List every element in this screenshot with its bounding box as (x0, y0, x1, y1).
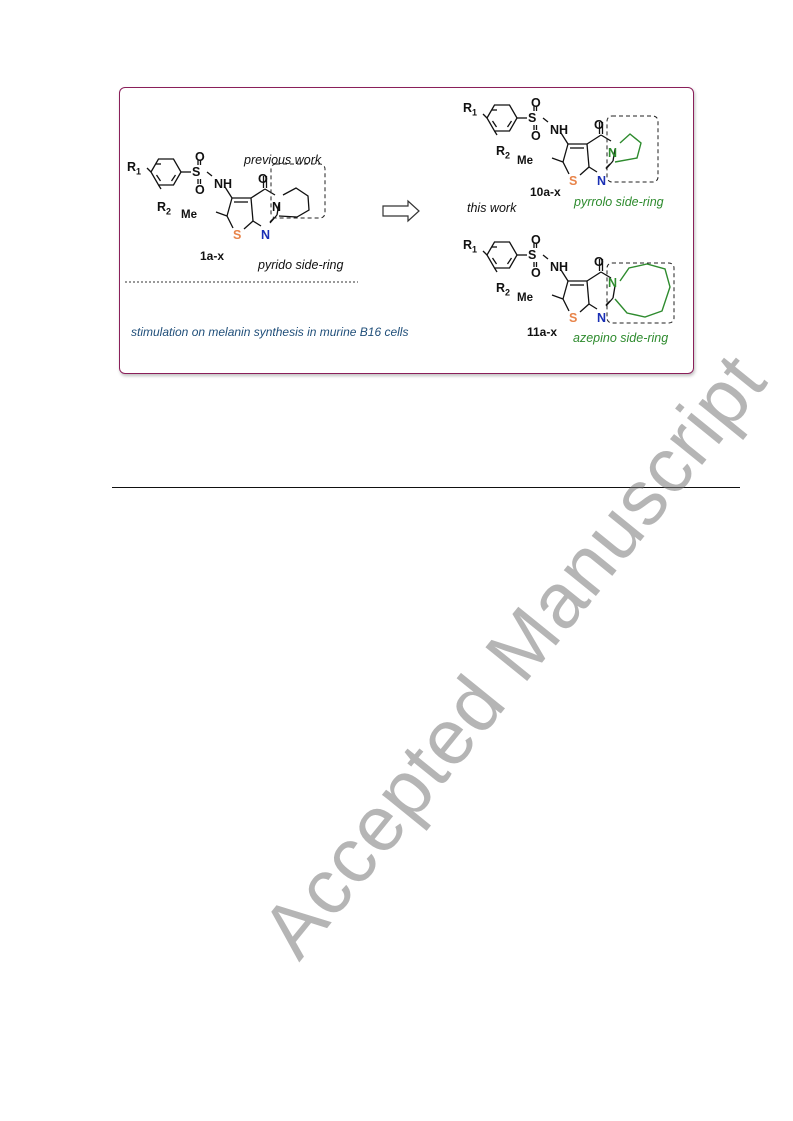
compound-10-label: 10a-x (530, 185, 561, 199)
ring-nitrogen-label: N (608, 146, 618, 160)
section-rule (112, 487, 740, 488)
r2-label: R2 (157, 200, 172, 217)
r2-label: R2 (496, 281, 511, 298)
nh-label: NH (550, 123, 569, 137)
sulfonyl-s-label: S (528, 248, 537, 262)
azepino-highlight-box (606, 262, 675, 324)
r1-label: R1 (127, 160, 142, 177)
chemical-structures (125, 104, 675, 324)
core-scaffold-10 (482, 104, 616, 176)
accepted-manuscript-watermark: Accepted Manuscript (243, 337, 783, 974)
pyrido-highlight-box (270, 163, 326, 219)
compound-1-label: 1a-x (200, 249, 225, 263)
thiophene-s-label: S (233, 228, 242, 242)
methyl-label: Me (517, 155, 533, 167)
oxygen-label: O (531, 129, 541, 143)
pyrido-side-ring-label: pyrido side-ring (258, 258, 344, 272)
nh-label: NH (214, 177, 233, 191)
oxygen-label: O (195, 183, 205, 197)
thiophene-s-label: S (569, 174, 578, 188)
carbonyl-oxygen-label: O (594, 255, 604, 269)
nitrogen-label: N (272, 200, 282, 214)
ring-nitrogen-label: N (608, 276, 618, 290)
azepino-side-ring-label: azepino side-ring (573, 331, 669, 345)
sulfonyl-s-label: S (192, 165, 201, 179)
oxygen-label: O (195, 150, 205, 164)
reaction-arrow (382, 199, 420, 223)
r1-label: R1 (463, 238, 478, 255)
oxygen-label: O (531, 266, 541, 280)
oxygen-label: O (531, 96, 541, 110)
carbonyl-oxygen-label: O (594, 118, 604, 132)
this-work-label: this work (467, 201, 517, 215)
core-scaffold-1 (146, 158, 280, 230)
methyl-label: Me (517, 292, 533, 304)
finding-text: stimulation on melanin synthesis in muri… (131, 325, 409, 339)
methyl-label: Me (181, 209, 197, 221)
graphical-abstract-frame (119, 87, 694, 374)
pyrimidine-n-label: N (597, 311, 607, 325)
carbonyl-oxygen-label: O (258, 172, 268, 186)
thiophene-s-label: S (569, 311, 578, 325)
pyrrolo-side-ring-label: pyrrolo side-ring (574, 195, 664, 209)
r1-label: R1 (463, 101, 478, 118)
r2-label: R2 (496, 144, 511, 161)
nh-label: NH (550, 260, 569, 274)
pyrimidine-n-label: N (597, 174, 607, 188)
previous-work-label: previous work (244, 153, 322, 167)
core-scaffold-11 (482, 241, 616, 313)
pyrimidine-n-label: N (261, 228, 271, 242)
compound-11-label: 11a-x (527, 325, 558, 339)
oxygen-label: O (531, 233, 541, 247)
sulfonyl-s-label: S (528, 111, 537, 125)
